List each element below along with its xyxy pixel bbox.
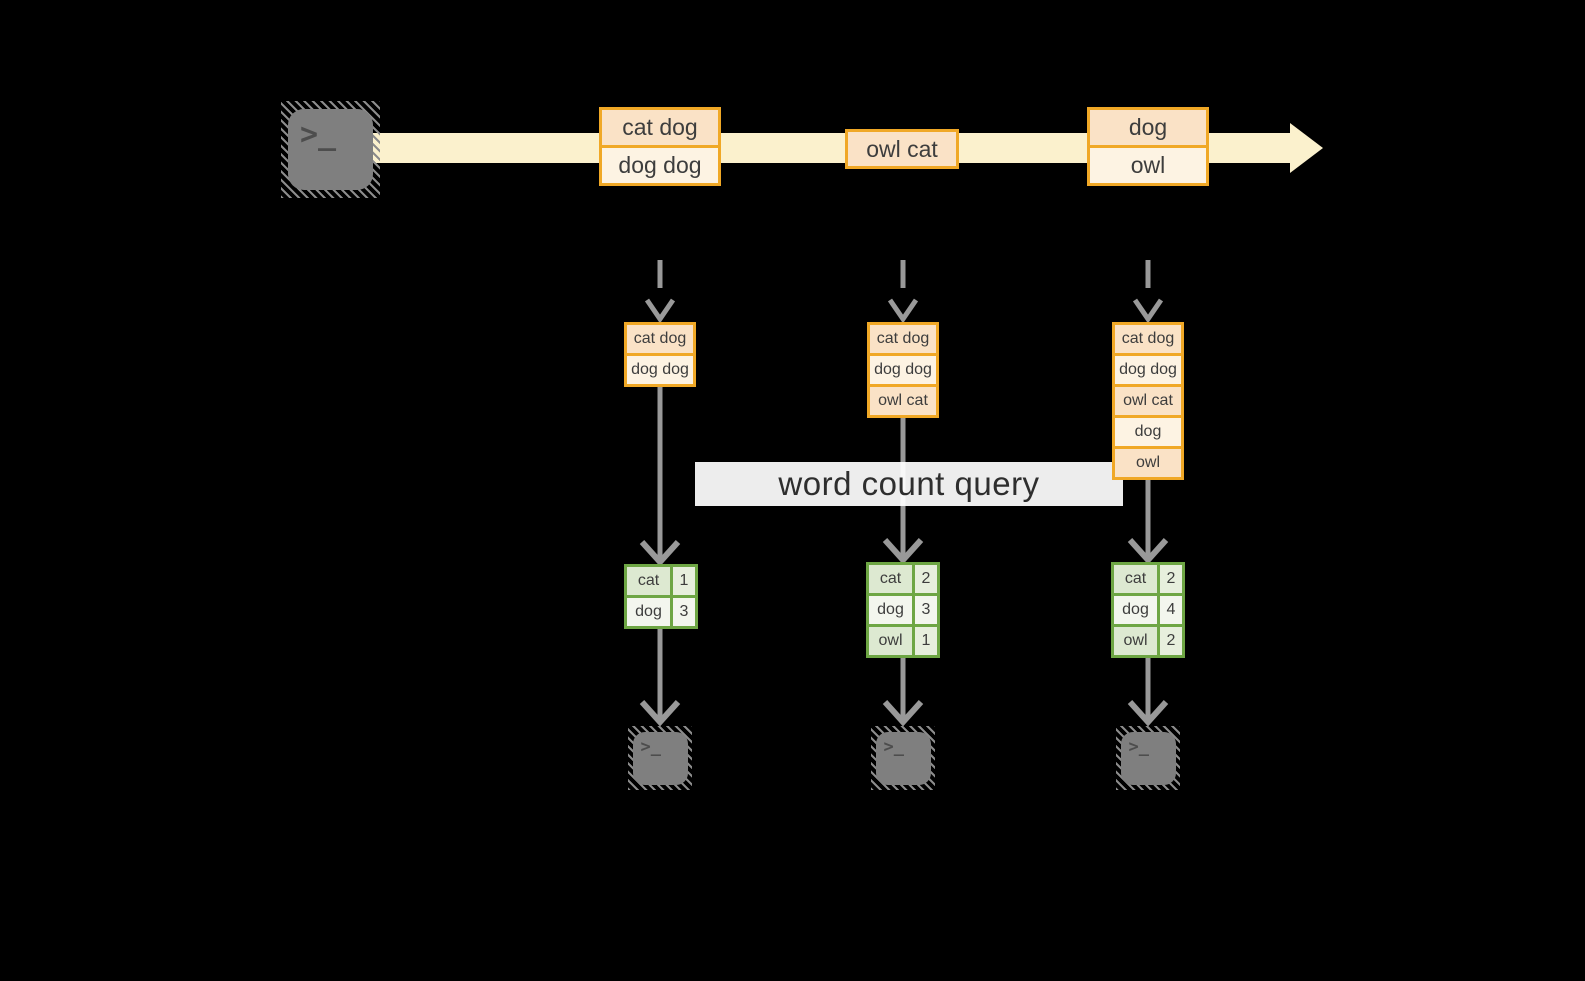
count-row: cat 1 xyxy=(627,567,695,595)
count-table-3: cat 2 dog 4 owl 2 xyxy=(1111,562,1185,658)
stream-event-cell: owl xyxy=(1090,145,1206,183)
count-word: cat xyxy=(627,567,673,595)
terminal-output-icon: >_ xyxy=(871,726,935,790)
count-value: 2 xyxy=(1160,565,1182,593)
state-stack-2: cat dog dog dog owl cat xyxy=(867,322,939,418)
arrow-state-to-count-icon xyxy=(1127,478,1169,564)
query-label-band: word count query xyxy=(695,462,1123,506)
terminal-prompt-icon: >_ xyxy=(883,736,904,757)
count-value: 2 xyxy=(1160,627,1182,655)
state-cell: dog dog xyxy=(627,353,693,384)
query-label: word count query xyxy=(778,465,1040,502)
arrow-count-to-terminal-icon xyxy=(639,628,681,726)
count-row: dog 4 xyxy=(1114,593,1182,624)
count-word: dog xyxy=(627,598,673,626)
count-word: cat xyxy=(869,565,915,593)
arrow-count-to-terminal-icon xyxy=(1127,656,1169,726)
count-row: owl 1 xyxy=(869,624,937,655)
state-cell: owl xyxy=(1115,446,1181,477)
count-word: owl xyxy=(869,627,915,655)
count-row: dog 3 xyxy=(627,595,695,626)
state-cell: cat dog xyxy=(1115,325,1181,353)
arrow-state-to-count-icon xyxy=(639,386,681,566)
state-cell: cat dog xyxy=(870,325,936,353)
dashed-arrow-down-icon xyxy=(644,260,676,322)
state-cell: cat dog xyxy=(627,325,693,353)
terminal-screen: >_ xyxy=(632,731,688,785)
count-value: 1 xyxy=(673,567,695,595)
count-word: cat xyxy=(1114,565,1160,593)
state-cell: dog dog xyxy=(870,353,936,384)
count-table-2: cat 2 dog 3 owl 1 xyxy=(866,562,940,658)
count-row: owl 2 xyxy=(1114,624,1182,655)
count-value: 4 xyxy=(1160,596,1182,624)
terminal-screen: >_ xyxy=(288,109,373,190)
count-row: dog 3 xyxy=(869,593,937,624)
terminal-source-icon: >_ xyxy=(281,101,380,198)
count-value: 2 xyxy=(915,565,937,593)
state-cell: dog xyxy=(1115,415,1181,446)
state-cell: dog dog xyxy=(1115,353,1181,384)
terminal-prompt-icon: >_ xyxy=(1128,736,1149,757)
state-cell: owl cat xyxy=(870,384,936,415)
stream-event-cell: cat dog xyxy=(602,110,718,145)
terminal-output-icon: >_ xyxy=(628,726,692,790)
stream-event-box-2: owl cat xyxy=(845,129,959,169)
count-value: 3 xyxy=(915,596,937,624)
state-stack-1: cat dog dog dog xyxy=(624,322,696,387)
stream-event-cell: dog xyxy=(1090,110,1206,145)
dashed-arrow-down-icon xyxy=(1132,260,1164,322)
count-row: cat 2 xyxy=(869,565,937,593)
state-cell: owl cat xyxy=(1115,384,1181,415)
stream-arrowhead-icon xyxy=(1290,123,1323,173)
dashed-arrow-down-icon xyxy=(887,260,919,322)
count-value: 1 xyxy=(915,627,937,655)
stream-event-box-1: cat dog dog dog xyxy=(599,107,721,186)
stream-event-box-3: dog owl xyxy=(1087,107,1209,186)
arrow-count-to-terminal-icon xyxy=(882,656,924,726)
count-word: owl xyxy=(1114,627,1160,655)
count-word: dog xyxy=(869,596,915,624)
count-row: cat 2 xyxy=(1114,565,1182,593)
stream-event-cell: dog dog xyxy=(602,145,718,183)
terminal-output-icon: >_ xyxy=(1116,726,1180,790)
terminal-prompt-icon: >_ xyxy=(640,736,661,757)
terminal-screen: >_ xyxy=(1120,731,1176,785)
terminal-screen: >_ xyxy=(875,731,931,785)
count-value: 3 xyxy=(673,598,695,626)
state-stack-3: cat dog dog dog owl cat dog owl xyxy=(1112,322,1184,480)
count-word: dog xyxy=(1114,596,1160,624)
stream-event-cell: owl cat xyxy=(848,132,956,166)
terminal-prompt-icon: >_ xyxy=(300,117,337,152)
count-table-1: cat 1 dog 3 xyxy=(624,564,698,629)
